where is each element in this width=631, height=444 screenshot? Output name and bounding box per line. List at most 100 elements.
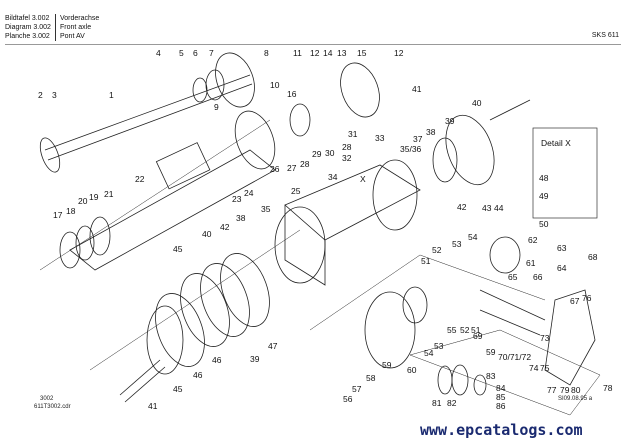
title-fr: Pont AV (60, 33, 85, 40)
part-label: 15 (357, 48, 367, 58)
detail-x-box: Detail X (532, 127, 598, 219)
part-label: 5 (179, 48, 184, 58)
part-label: 38 (236, 213, 246, 223)
output-housing (445, 114, 495, 186)
brake-disc (220, 253, 270, 327)
part-label: 13 (337, 48, 347, 58)
planet-carrier (289, 103, 311, 137)
part-label: 31 (348, 129, 358, 139)
housing-end (372, 159, 418, 231)
input-shaft (124, 366, 166, 403)
axle-shaft (44, 74, 251, 151)
part-label: 44 (494, 203, 504, 213)
part-label: 20 (78, 196, 88, 206)
part-label: 52 (460, 325, 470, 335)
part-label: 12 (310, 48, 320, 58)
part-shapes (39, 52, 601, 416)
part-label: 39 (445, 116, 455, 126)
part-label: 57 (352, 384, 362, 394)
part-label: 28 (300, 159, 310, 169)
part-label: 16 (287, 89, 297, 99)
part-label: 78 (603, 383, 613, 393)
brake-flange (146, 305, 184, 375)
part-label: 3 (52, 90, 57, 100)
part-label: 58 (366, 373, 376, 383)
model-code: SKS 611 (591, 32, 619, 39)
part-label: 54 (468, 232, 478, 242)
part-label: 21 (104, 189, 114, 199)
diagram-titles: Vorderachse Front axle Pont AV (55, 14, 99, 41)
part-label: 26 (270, 164, 280, 174)
part-label: 74 (529, 363, 539, 373)
part-label: 63 (557, 243, 567, 253)
part-label: 37 (413, 134, 423, 144)
part-label: 67 (570, 296, 580, 306)
title-en: Front axle (60, 24, 92, 31)
part-label: 9 (214, 102, 219, 112)
hub-seal (89, 216, 111, 256)
axle-flange (39, 137, 61, 173)
diff-cover (489, 236, 521, 274)
part-label: 6 (193, 48, 198, 58)
part-label: 50 (539, 219, 549, 229)
part-label: 46 (193, 370, 203, 380)
part-label: 12 (394, 48, 404, 58)
part-label: 62 (528, 235, 538, 245)
part-label: 29 (312, 149, 322, 159)
brake-disc (200, 263, 250, 337)
part-label: 35 (261, 204, 271, 214)
bearing-ring (432, 137, 458, 183)
part-label: 80 (571, 385, 581, 395)
part-label: 66 (533, 272, 543, 282)
part-label: 34 (328, 172, 338, 182)
part-label: 33 (375, 133, 385, 143)
seal-ring (75, 225, 95, 261)
part-label: 53 (434, 341, 444, 351)
part-label: 54 (424, 348, 434, 358)
part-label: 47 (268, 341, 278, 351)
part-label: 40 (472, 98, 482, 108)
bearing (205, 69, 225, 101)
part-label: 18 (66, 206, 76, 216)
part-label: 43 (482, 203, 492, 213)
differential-housing-side (284, 205, 326, 286)
watermark: www.epcatalogs.com (420, 421, 583, 439)
part-label: 48 (539, 173, 549, 183)
part-label: 28 (342, 142, 352, 152)
part-label: 77 (547, 385, 557, 395)
output-shaft (489, 99, 531, 121)
part-label: 59 (486, 347, 496, 357)
part-label: 45 (173, 384, 183, 394)
flange-84 (473, 374, 487, 396)
part-label: 55 (447, 325, 457, 335)
part-label: 42 (220, 222, 230, 232)
part-label: 51 (421, 256, 431, 266)
part-label: 75 (540, 363, 550, 373)
part-label: 1 (109, 90, 114, 100)
brake-disc (180, 273, 230, 347)
part-label: 41 (412, 84, 422, 94)
part-label: 2 (38, 90, 43, 100)
header-divider (5, 44, 621, 45)
part-label: 10 (270, 80, 280, 90)
pinion-shaft (479, 289, 546, 321)
housing-bore (274, 206, 326, 284)
part-label: 35/36 (400, 144, 422, 154)
part-label: 68 (588, 252, 598, 262)
part-label: 65 (508, 272, 518, 282)
part-label: 46 (212, 355, 222, 365)
group-boundary (39, 119, 601, 416)
part-label: 51 (471, 325, 481, 335)
part-label: 86 (496, 401, 506, 411)
ring-gear (340, 62, 380, 118)
part-label: 30 (325, 148, 335, 158)
part-label: 60 (407, 365, 417, 375)
crown-wheel (364, 291, 416, 369)
code-fr: Planche 3.002 (5, 33, 50, 40)
bearing-82 (451, 364, 469, 396)
part-label: 19 (89, 192, 99, 202)
input-shaft (119, 359, 161, 396)
part-label: 38 (426, 127, 436, 137)
part-label: 7 (209, 48, 214, 58)
